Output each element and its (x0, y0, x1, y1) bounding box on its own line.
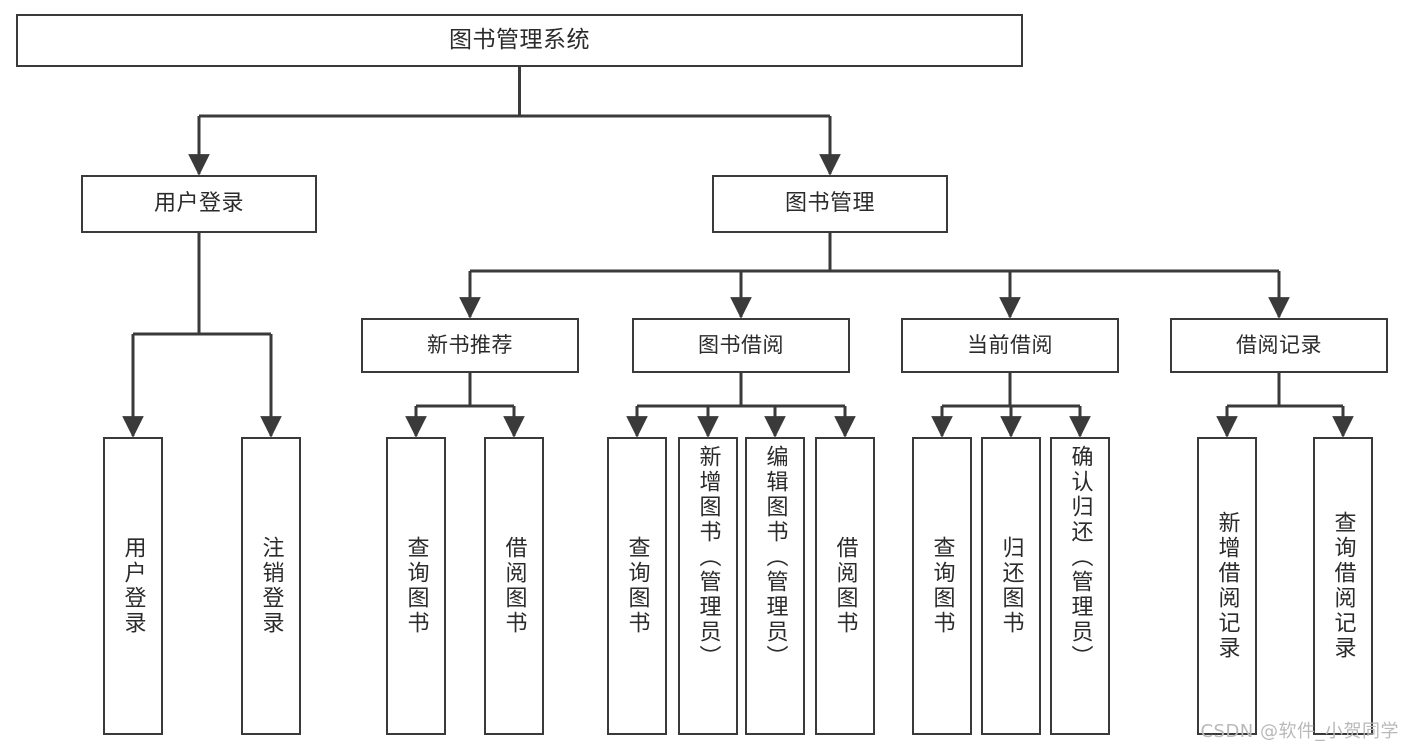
node-leaf-user-login[interactable]: 用户登录 (103, 437, 163, 735)
node-root[interactable]: 图书管理系统 (16, 14, 1023, 67)
node-label-leaf-user-logout: 注销登录 (258, 536, 284, 636)
node-leaf-borrow-book-1[interactable]: 借阅图书 (484, 437, 544, 735)
node-label-new-book-rec: 新书推荐 (427, 333, 513, 358)
node-label-current-borrow: 当前借阅 (967, 333, 1053, 358)
node-new-book-rec[interactable]: 新书推荐 (361, 318, 579, 373)
node-label-root: 图书管理系统 (449, 26, 590, 53)
node-label-leaf-user-login: 用户登录 (120, 536, 146, 636)
node-current-borrow[interactable]: 当前借阅 (901, 318, 1119, 373)
node-leaf-query-book-2[interactable]: 查询图书 (607, 437, 667, 735)
node-leaf-user-logout[interactable]: 注销登录 (241, 437, 301, 735)
node-leaf-query-book-1[interactable]: 查询图书 (386, 437, 446, 735)
node-leaf-borrow-book-2[interactable]: 借阅图书 (815, 437, 875, 735)
node-borrow-record[interactable]: 借阅记录 (1170, 318, 1388, 373)
node-book-borrow[interactable]: 图书借阅 (632, 318, 850, 373)
node-label-leaf-query-record: 查询借阅记录 (1330, 511, 1356, 661)
node-label-leaf-return-book: 归还图书 (998, 536, 1024, 636)
node-label-leaf-query-book-3: 查询图书 (929, 536, 955, 636)
node-label-leaf-query-book-2: 查询图书 (624, 536, 650, 636)
node-leaf-query-record[interactable]: 查询借阅记录 (1313, 437, 1373, 735)
node-label-leaf-query-book-1: 查询图书 (403, 536, 429, 636)
node-label-leaf-borrow-book-1: 借阅图书 (501, 536, 527, 636)
node-label-leaf-borrow-book-2: 借阅图书 (832, 536, 858, 636)
node-book-manage[interactable]: 图书管理 (712, 175, 948, 233)
node-leaf-add-record[interactable]: 新增借阅记录 (1197, 437, 1257, 735)
node-label-user-login: 用户登录 (153, 191, 244, 217)
node-label-leaf-edit-book: 编辑图书（管理员） (762, 445, 788, 670)
node-label-book-manage: 图书管理 (784, 191, 875, 217)
node-label-borrow-record: 借阅记录 (1236, 333, 1322, 358)
node-leaf-edit-book[interactable]: 编辑图书（管理员） (745, 437, 805, 735)
node-label-book-borrow: 图书借阅 (698, 333, 784, 358)
node-leaf-query-book-3[interactable]: 查询图书 (912, 437, 972, 735)
node-leaf-confirm-ret[interactable]: 确认归还（管理员） (1050, 437, 1110, 735)
node-label-leaf-add-book: 新增图书（管理员） (695, 445, 721, 670)
node-user-login[interactable]: 用户登录 (81, 175, 317, 233)
node-leaf-add-book[interactable]: 新增图书（管理员） (678, 437, 738, 735)
node-label-leaf-add-record: 新增借阅记录 (1214, 511, 1240, 661)
watermark-text: CSDN @软件_小贺同学 (1200, 721, 1399, 742)
node-leaf-return-book[interactable]: 归还图书 (981, 437, 1041, 735)
node-label-leaf-confirm-ret: 确认归还（管理员） (1067, 445, 1093, 670)
